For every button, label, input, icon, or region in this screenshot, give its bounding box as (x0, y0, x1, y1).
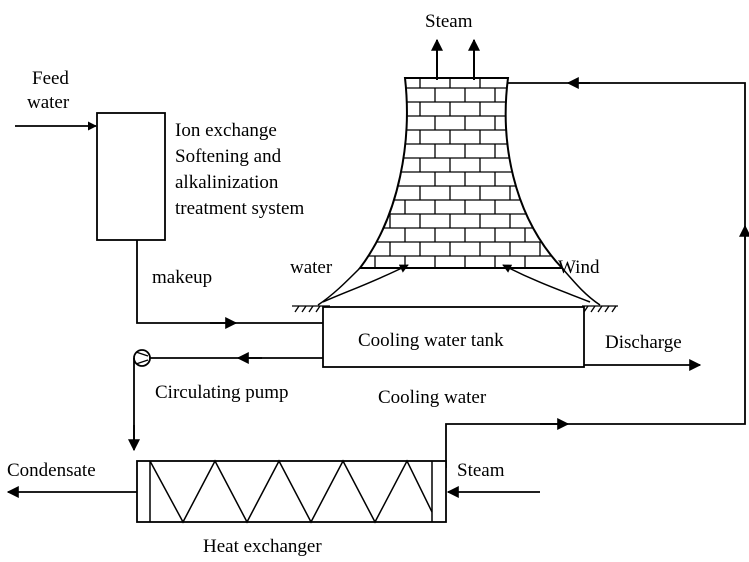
water-feed-label: water (27, 92, 70, 113)
cooling-water-label: Cooling water (378, 387, 487, 408)
condensate-label: Condensate (7, 460, 96, 481)
tower-brick-pattern (360, 78, 562, 268)
feed-label: Feed (32, 68, 69, 89)
wind-label: Wind (558, 257, 600, 278)
ion-exchange-label: Ion exchange (175, 120, 277, 141)
heat-exchanger-coil (149, 459, 433, 524)
air-inflow-left-arrow (322, 264, 409, 303)
steam-in-label: Steam (457, 460, 505, 481)
alkalinization-label: alkalinization (175, 172, 279, 193)
heat-exchanger (136, 459, 447, 524)
makeup-line (136, 240, 323, 324)
discharge-label: Discharge (605, 332, 682, 353)
ground-hatch-right (582, 305, 618, 313)
ion-exchange-box (96, 112, 166, 241)
water-tower-label: water (290, 257, 333, 278)
cooling-water-tank (322, 306, 585, 368)
makeup-label: makeup (152, 267, 212, 288)
tower-outline (357, 77, 565, 269)
treatment-system-label: treatment system (175, 198, 304, 219)
circulating-pump-label: Circulating pump (155, 382, 289, 403)
cooling-water-tank-label: Cooling water tank (358, 330, 504, 351)
steam-top-label: Steam (425, 11, 473, 32)
return-pipe (445, 77, 749, 468)
steam-out-arrows (431, 38, 480, 80)
air-inflow-right-arrow (502, 264, 591, 303)
softening-label: Softening and (175, 146, 282, 167)
heat-exchanger-label: Heat exchanger (203, 536, 322, 557)
